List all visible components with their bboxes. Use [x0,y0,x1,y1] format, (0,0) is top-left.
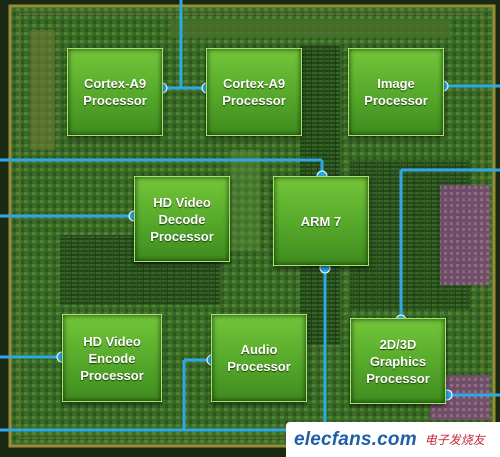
cortex-a9-processor-2: Cortex-A9 Processor [206,48,302,136]
graphics-processor-label: 2D/3D Graphics Processor [366,336,430,386]
arm7-processor-label: ARM 7 [300,213,342,229]
hd-video-encode-processor-label: HD Video Encode Processor [80,333,144,383]
graphics-processor: 2D/3D Graphics Processor [350,318,446,404]
image-processor: Image Processor [348,48,444,136]
audio-processor: Audio Processor [211,314,307,402]
cortex-a9-processor-2-label: Cortex-A9 Processor [222,76,286,108]
cortex-a9-processor-1: Cortex-A9 Processor [67,48,163,136]
watermark-site-text: elecfans.com [294,428,417,450]
site-watermark: elecfans.com 电子发烧友 [286,422,500,457]
watermark-chinese-text: 电子发烧友 [424,433,485,447]
image-processor-label: Image Processor [364,76,428,108]
hd-video-decode-processor: HD Video Decode Processor [134,176,230,262]
cortex-a9-processor-1-label: Cortex-A9 Processor [83,76,147,108]
hd-video-decode-processor-label: HD Video Decode Processor [150,194,214,244]
hd-video-encode-processor: HD Video Encode Processor [62,314,162,402]
audio-processor-label: Audio Processor [227,342,291,374]
arm7-processor: ARM 7 [273,176,369,266]
